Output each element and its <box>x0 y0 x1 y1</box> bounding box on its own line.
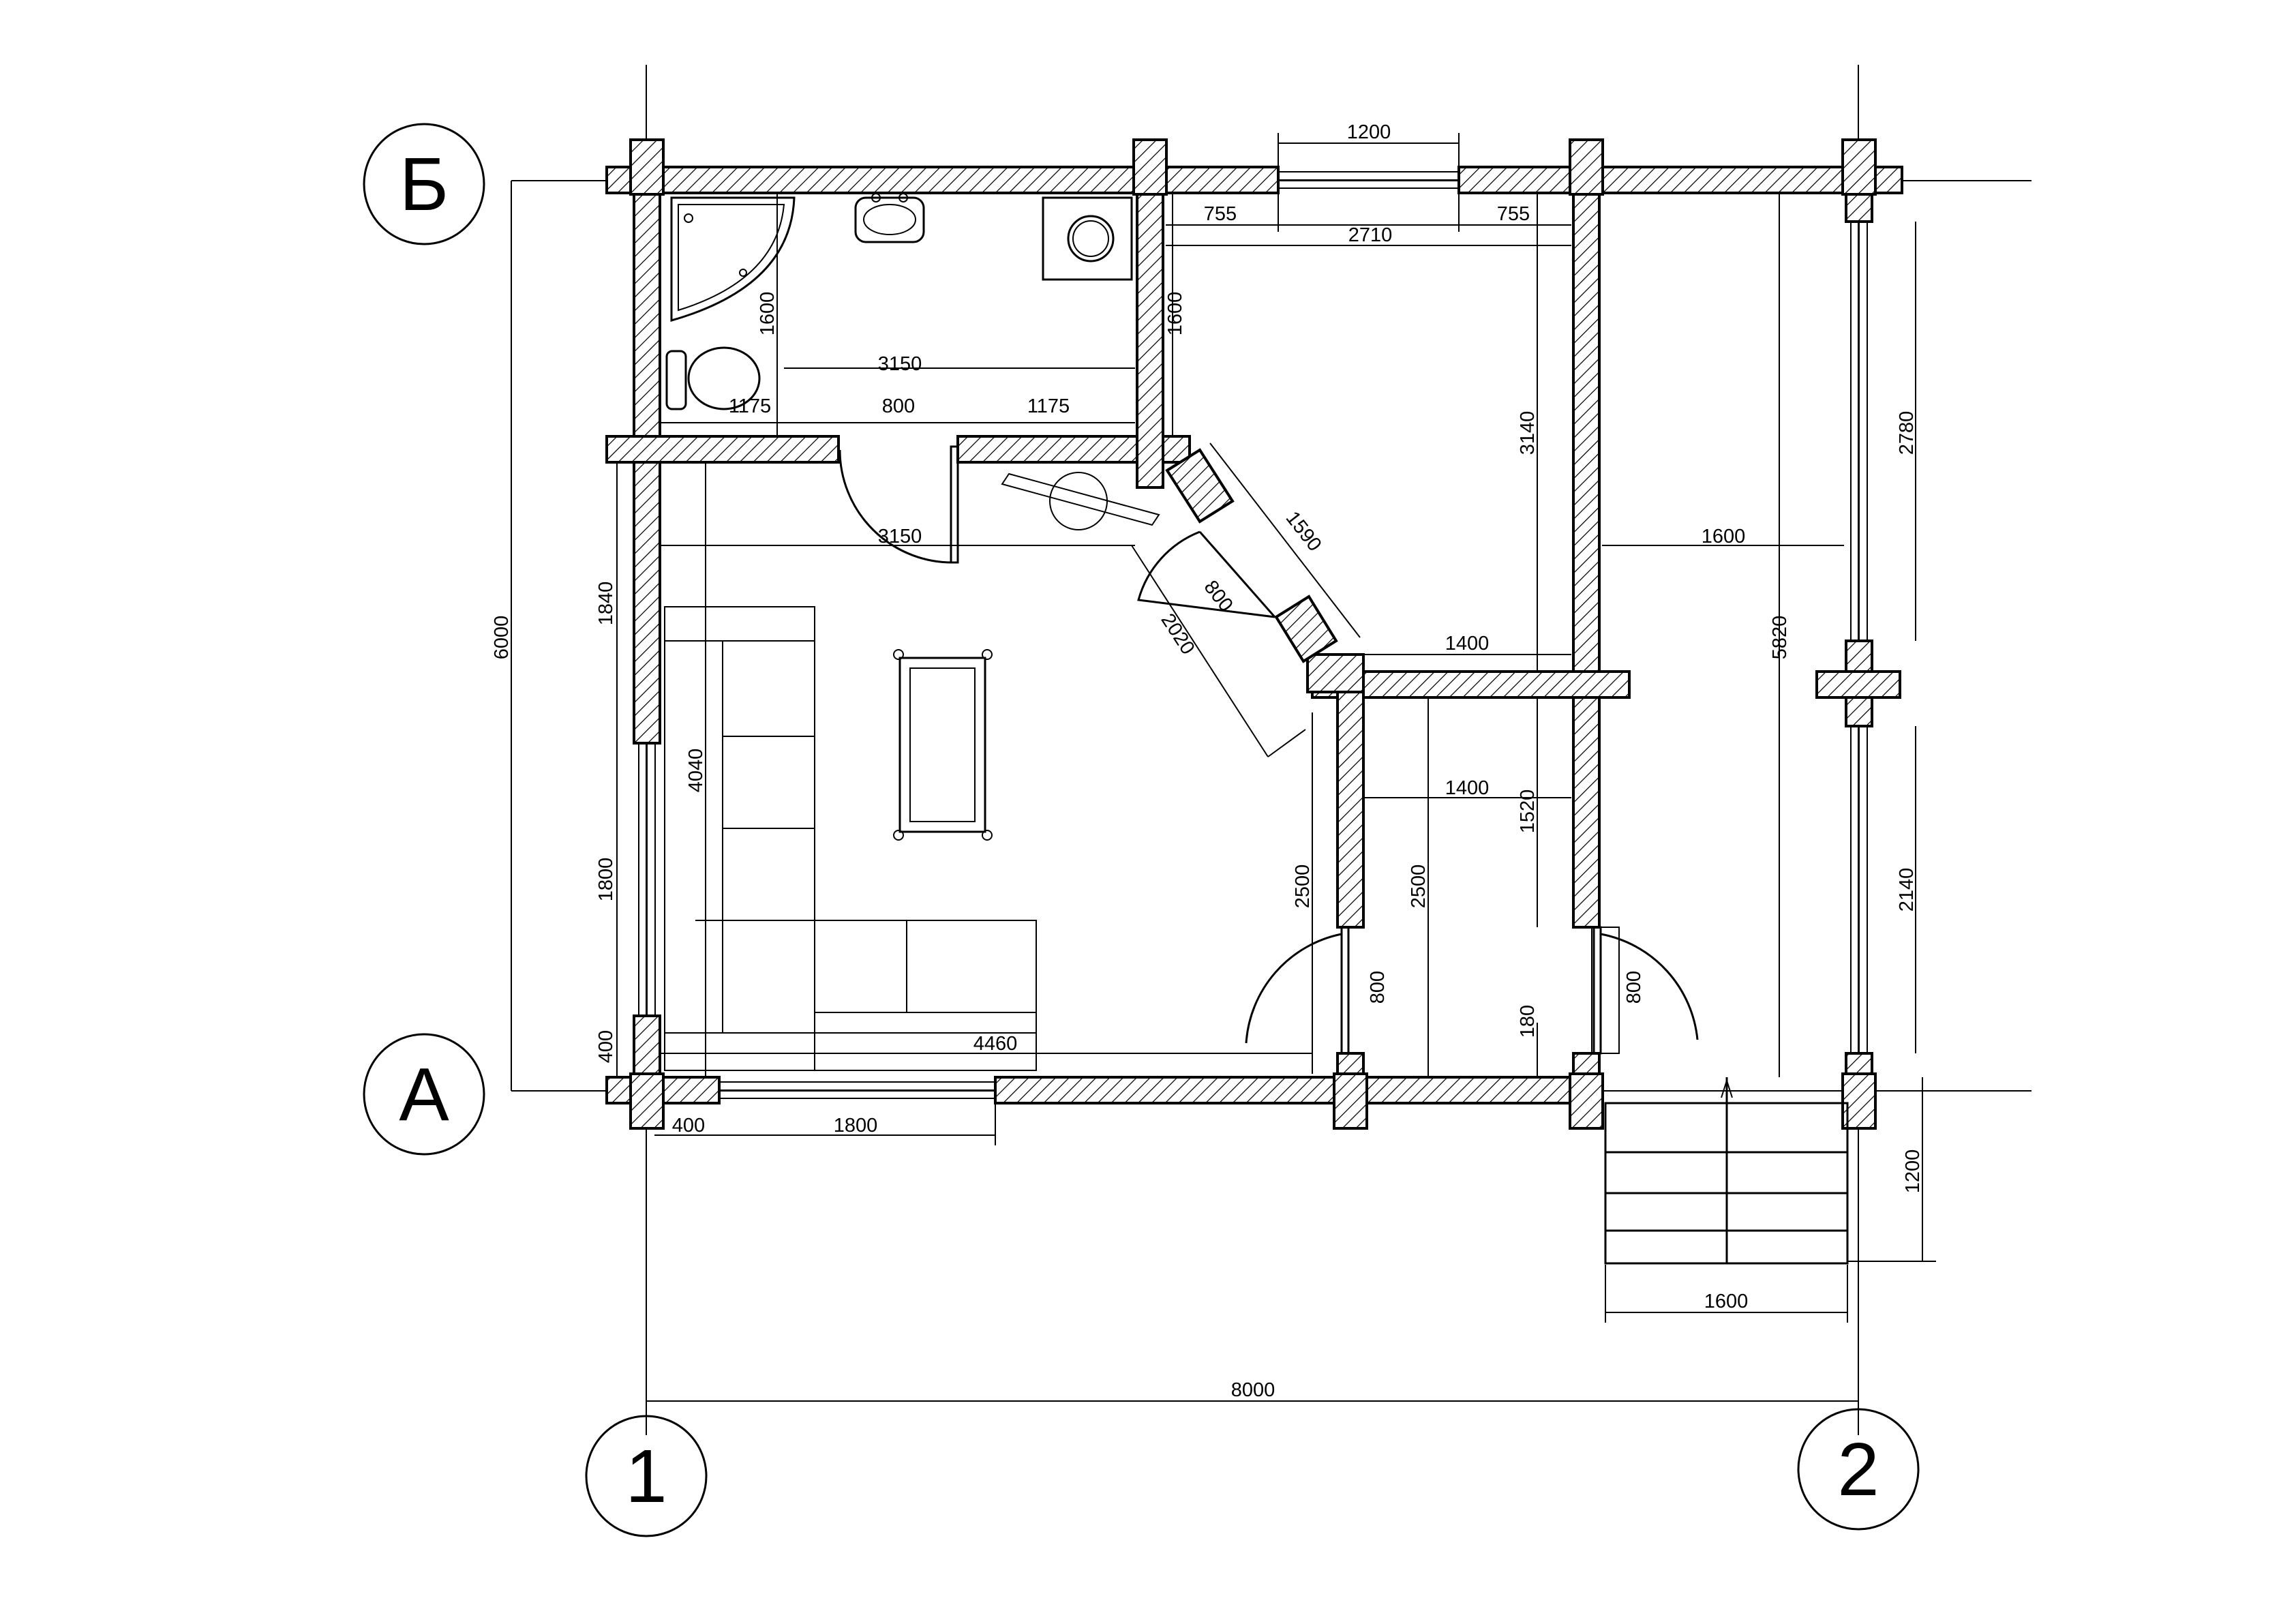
dim-bath-height-right: 1600 <box>1164 292 1186 336</box>
dim-bath-height-left: 1600 <box>757 292 779 336</box>
dim-room-height: 3140 <box>1517 411 1539 455</box>
dim-bottom-400: 400 <box>672 1115 705 1137</box>
dim-diag-span: 2020 <box>1157 610 1199 659</box>
dim-diag-wall: 1590 <box>1282 507 1326 556</box>
axis-marker-row-top: Б <box>363 123 485 245</box>
dim-bath-width: 3150 <box>878 353 922 375</box>
door-diagonal-swing <box>1137 530 1275 618</box>
axis-marker-row-bottom: А <box>363 1033 485 1156</box>
door-hall-right-swing <box>1600 933 1699 1040</box>
axis-marker-col-right: 2 <box>1797 1408 1920 1531</box>
wall-partition-vertical <box>1136 138 1164 489</box>
door-hall-left-leaf <box>1340 926 1350 1055</box>
shower-inner <box>678 204 785 312</box>
stub-tl <box>629 138 665 196</box>
dim-right-room-width: 1600 <box>1702 526 1746 547</box>
dim-living-width: 4460 <box>973 1033 1018 1055</box>
stub-tm <box>1132 138 1168 196</box>
stub-br <box>1569 1072 1604 1130</box>
dim-hall-width-mid: 1400 <box>1445 777 1490 799</box>
wall-hall-left-upper <box>1336 670 1365 929</box>
vent-unit <box>1001 472 1160 530</box>
dim-hall-height: 1520 <box>1517 790 1539 834</box>
door-hall-right-leaf <box>1592 926 1602 1055</box>
wall-diagonal-upper <box>1165 448 1235 524</box>
dim-living-top: 3150 <box>878 526 922 547</box>
wall-top-right <box>1457 166 1903 194</box>
walls <box>605 138 1903 1130</box>
dim-hall-offset: 180 <box>1517 1005 1539 1038</box>
axis-label-col-left: 1 <box>625 1434 667 1518</box>
dim-total-height: 6000 <box>491 616 513 660</box>
washing-machine <box>1042 196 1133 281</box>
porch-stairs <box>1604 1077 1849 1265</box>
dim-right-room-height: 5820 <box>1769 616 1791 660</box>
dim-living-height: 4040 <box>685 749 707 793</box>
dim-room-top-width: 2710 <box>1348 224 1393 246</box>
dim-2500-right: 2500 <box>1408 864 1430 909</box>
dimension-texts: 1200 755 755 2710 3150 1175 800 1175 315… <box>491 121 1924 1401</box>
dim-2500-left: 2500 <box>1292 864 1314 909</box>
dim-left-window: 1800 <box>595 858 617 902</box>
toilet-tank <box>665 350 687 410</box>
dim-bottom-window: 1800 <box>834 1115 878 1137</box>
dim-hall-left-door: 800 <box>1367 971 1389 1004</box>
windows <box>638 171 1868 1099</box>
axis-label-row-bottom: А <box>399 1053 449 1137</box>
doors <box>839 445 1699 1055</box>
shower-tray <box>670 196 796 322</box>
dim-left-1840: 1840 <box>595 582 617 626</box>
dim-left-400: 400 <box>595 1030 617 1063</box>
dim-porch-width: 1600 <box>1704 1291 1749 1312</box>
stub-tr <box>1569 138 1604 196</box>
dim-bath-door-right: 1175 <box>1027 395 1070 417</box>
axis-marker-col-left: 1 <box>585 1415 708 1537</box>
door-bath-swing <box>839 449 955 564</box>
door-hall-frame <box>1591 927 1620 1054</box>
wall-hall-corner <box>1306 653 1365 693</box>
stub-bl <box>629 1072 665 1130</box>
dim-right-window-top: 2780 <box>1896 411 1918 455</box>
axis-label-row-top: Б <box>399 142 449 226</box>
dim-bath-door-left: 1175 <box>729 395 771 417</box>
wall-right-bump <box>1815 670 1901 699</box>
door-diagonal-leaf <box>1198 531 1276 618</box>
dim-diag-door: 800 <box>1200 577 1237 616</box>
stub-bm <box>1333 1072 1368 1130</box>
dim-755-left: 755 <box>1204 203 1237 225</box>
wall-bottom-mid <box>994 1076 1603 1104</box>
dim-755-right: 755 <box>1497 203 1530 225</box>
dim-total-width: 8000 <box>1231 1379 1275 1401</box>
toilet-bowl <box>687 346 761 410</box>
dim-hall-door: 800 <box>1623 971 1645 1004</box>
dim-bath-door: 800 <box>882 395 915 417</box>
dim-hall-width-top: 1400 <box>1445 633 1490 655</box>
furniture <box>664 193 1160 1071</box>
dim-porch-depth: 1200 <box>1902 1149 1924 1194</box>
axis-label-col-right: 2 <box>1837 1428 1879 1512</box>
table <box>898 657 986 833</box>
sofa <box>664 606 1037 1071</box>
dimension-lines <box>511 133 1936 1402</box>
wall-right-room-upper <box>1572 138 1601 929</box>
stub-tr2 <box>1841 138 1877 196</box>
sink <box>854 196 925 243</box>
wall-diagonal-lower <box>1274 595 1338 663</box>
dim-window-top: 1200 <box>1347 121 1391 143</box>
door-hall-left-swing <box>1245 933 1342 1044</box>
dim-right-window-bottom: 2140 <box>1896 868 1918 912</box>
wall-top-left <box>605 166 1280 194</box>
wall-hall-top <box>1311 670 1631 699</box>
wall-bath-left <box>605 435 840 464</box>
